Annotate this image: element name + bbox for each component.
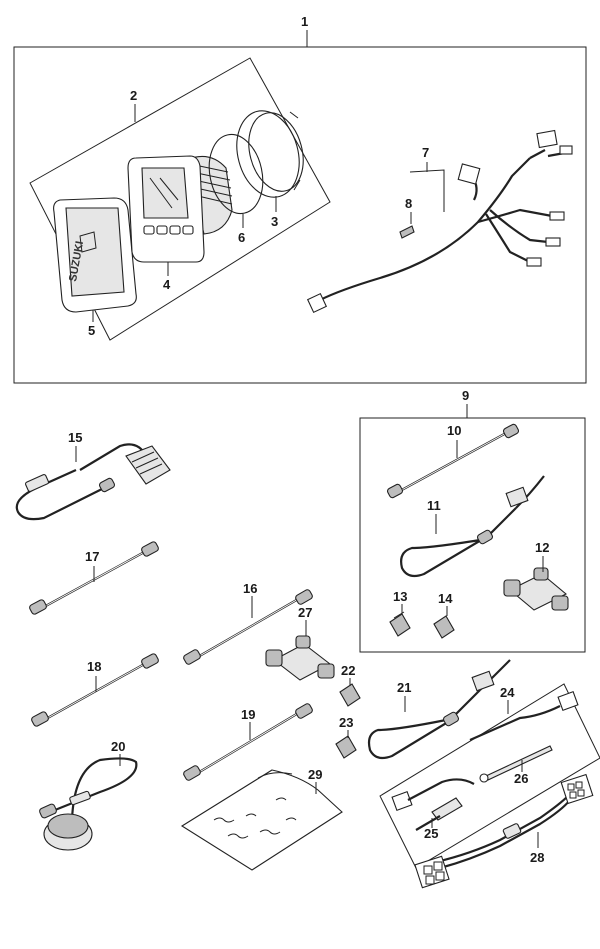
- terminator-13: [389, 611, 411, 637]
- backbone-cable-16: [183, 589, 313, 665]
- part-number-19: 19: [241, 707, 255, 722]
- set-9-frame: [359, 417, 586, 653]
- part-number-13: 13: [393, 589, 407, 604]
- part-number-27: 27: [298, 605, 312, 620]
- part-number-14: 14: [438, 591, 453, 606]
- tee-connector-27: [265, 635, 335, 681]
- part-number-6: 6: [238, 230, 245, 245]
- screw-8: [399, 212, 415, 239]
- sensor-cable-20: [39, 757, 138, 851]
- meter-display-4: [127, 155, 233, 263]
- drop-cable-17: [29, 541, 159, 615]
- terminator-14: [433, 615, 455, 639]
- part-number-9: 9: [462, 388, 469, 403]
- part-number-25: 25: [424, 826, 438, 841]
- wire-harness-7: [306, 129, 573, 314]
- o-ring-6: [208, 133, 264, 215]
- part-number-1: 1: [301, 14, 308, 29]
- part-number-12: 12: [535, 540, 549, 555]
- backbone-cable-19: [183, 703, 313, 781]
- part-number-4: 4: [163, 277, 171, 292]
- meter-cover-5: SUZUKI: [53, 197, 137, 313]
- part-number-28: 28: [530, 850, 544, 865]
- part-number-29: 29: [308, 767, 322, 782]
- parts-bag-29: [180, 769, 343, 871]
- adapter-harness-28: [414, 773, 594, 889]
- part-number-20: 20: [111, 739, 125, 754]
- terminator-22: [339, 683, 361, 707]
- part-number-24: 24: [500, 685, 515, 700]
- part-number-11: 11: [427, 498, 441, 513]
- part-number-15: 15: [68, 430, 82, 445]
- fuse-harness-24: [391, 690, 579, 812]
- part-number-5: 5: [88, 323, 95, 338]
- part-number-21: 21: [397, 680, 411, 695]
- part-number-22: 22: [341, 663, 355, 678]
- part-number-3: 3: [271, 214, 278, 229]
- assembly-1-group: 1 2 SUZUKI 5 4 6: [13, 14, 587, 384]
- fuse-holder-25: [415, 797, 463, 831]
- lock-nut-3: [236, 110, 304, 198]
- part-number-8: 8: [405, 196, 412, 211]
- part-number-7: 7: [422, 145, 429, 160]
- gateway-cable-15: [15, 443, 171, 521]
- part-number-2: 2: [130, 88, 137, 103]
- cable-tie-26: [479, 745, 553, 783]
- assembly-1-frame: [13, 46, 587, 384]
- part-number-17: 17: [85, 549, 99, 564]
- part-number-10: 10: [447, 423, 461, 438]
- set-9-group: 9 10 11 12: [359, 388, 586, 653]
- power-cable-21: [367, 659, 511, 760]
- part-number-18: 18: [87, 659, 101, 674]
- tee-connector-12: [503, 567, 569, 611]
- part-number-23: 23: [339, 715, 353, 730]
- terminator-23: [335, 735, 357, 759]
- set-24-frame: [379, 683, 600, 869]
- part-number-26: 26: [514, 771, 528, 786]
- power-cable-11: [400, 475, 545, 578]
- backbone-cable-10: [386, 423, 520, 499]
- part-number-16: 16: [243, 581, 257, 596]
